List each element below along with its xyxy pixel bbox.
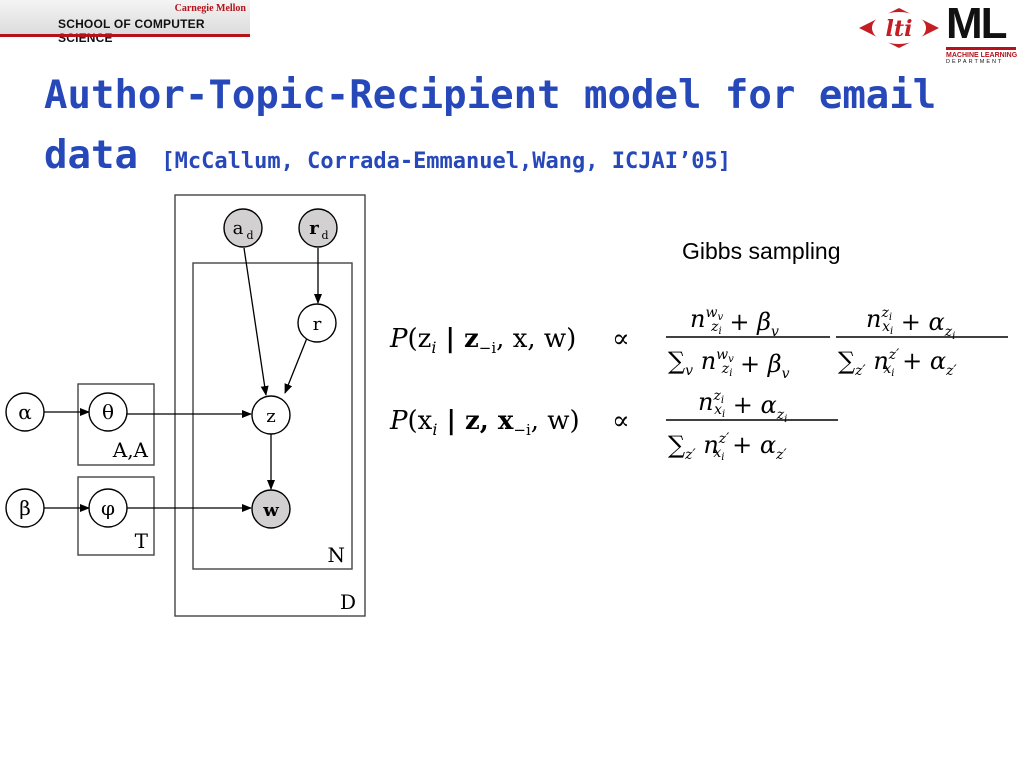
node-ad-subscript: d bbox=[246, 229, 253, 242]
svg-text:∑z′ nz′xi + αz′: ∑z′ nz′xi + αz′ bbox=[838, 347, 957, 379]
node-w bbox=[251, 489, 291, 529]
svg-text:∑z′ nz′xi + αz′: ∑z′ nz′xi + αz′ bbox=[668, 431, 787, 463]
lti-logo: lti bbox=[859, 8, 939, 48]
plate-d-label: D bbox=[340, 590, 356, 614]
node-ad-label: a bbox=[233, 218, 244, 239]
node-rd bbox=[298, 208, 338, 248]
ml-logo: ML MACHINE LEARNING DEPARTMENT bbox=[946, 2, 1018, 65]
slide-citation: [McCallum, Corrada-Emmanuel,Wang, ICJAI’… bbox=[161, 149, 731, 174]
node-theta bbox=[88, 392, 128, 432]
plate-aa bbox=[77, 383, 155, 466]
node-z bbox=[251, 395, 291, 435]
node-r bbox=[297, 303, 337, 343]
node-z-label: z bbox=[266, 406, 275, 427]
eq2-proportional-symbol: ∝ bbox=[612, 406, 630, 436]
ml-logo-line2: DEPARTMENT bbox=[946, 59, 1004, 65]
lti-logo-text: lti bbox=[886, 16, 913, 42]
plate-aa-label: A,A bbox=[112, 438, 149, 462]
gibbs-sampling-label: Gibbs sampling bbox=[682, 238, 841, 264]
node-beta bbox=[5, 488, 45, 528]
node-theta-label: θ bbox=[102, 400, 114, 424]
node-alpha-label: α bbox=[18, 400, 32, 424]
node-ad bbox=[223, 208, 263, 248]
eq1-proportional-symbol: ∝ bbox=[612, 324, 630, 354]
node-phi bbox=[88, 488, 128, 528]
header-divider bbox=[0, 34, 250, 37]
plate-n-label: N bbox=[328, 543, 346, 567]
slide-title-text: Author-Topic-Recipient model for email d… bbox=[44, 73, 937, 178]
ml-logo-bar bbox=[946, 47, 1016, 50]
node-alpha bbox=[5, 392, 45, 432]
node-beta-label: β bbox=[19, 496, 31, 520]
node-w-label: w bbox=[262, 500, 279, 521]
node-rd-subscript: d bbox=[321, 229, 328, 242]
eq1-lhs: P(zi | z−i, x, w) bbox=[389, 324, 576, 357]
slide-title: Author-Topic-Recipient model for email d… bbox=[44, 66, 944, 192]
carnegie-mellon-wordmark: Carnegie Mellon bbox=[174, 3, 246, 14]
plate-n bbox=[192, 262, 353, 570]
node-r-label: r bbox=[313, 314, 322, 335]
ml-logo-letters: ML bbox=[946, 0, 1008, 48]
ml-logo-line1: MACHINE LEARNING bbox=[946, 52, 1018, 59]
eq2-lhs: P(xi | z, x−i, w) bbox=[389, 406, 580, 439]
plate-d bbox=[174, 194, 366, 617]
plate-t bbox=[77, 476, 155, 556]
node-phi-label: φ bbox=[101, 496, 115, 520]
lti-logo-oval bbox=[872, 12, 926, 44]
edge-ad-z bbox=[243, 247, 269, 396]
plate-t-label: T bbox=[135, 529, 149, 553]
edge-r-z bbox=[284, 337, 308, 394]
node-rd-label: r bbox=[309, 218, 319, 239]
atr-graphical-model: α θ β φ a d r d r z w A,A T N D bbox=[5, 194, 366, 617]
